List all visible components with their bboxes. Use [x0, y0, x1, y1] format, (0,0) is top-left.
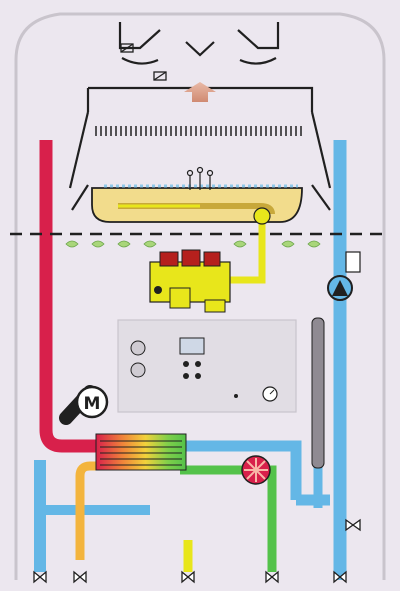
safety-valve-icon	[345, 518, 361, 532]
gas-valve-icon	[149, 207, 271, 313]
pressure-gauge-icon	[262, 386, 278, 402]
control-panel	[117, 319, 297, 413]
heat-exchanger-fins	[95, 126, 302, 136]
flue-hood	[68, 22, 332, 211]
pump-icon	[327, 275, 353, 301]
motor-label: M	[84, 394, 101, 414]
boiler-casing	[14, 12, 386, 580]
expansion-vessel-icon	[311, 251, 361, 469]
air-flow-arrows	[65, 240, 321, 248]
fan-arrow-icon	[184, 82, 216, 102]
burner-flame-icon	[91, 166, 303, 223]
diverter-motor-icon: M	[59, 385, 109, 425]
flue-damper-icon	[120, 43, 167, 81]
plate-heat-exchanger-icon	[95, 433, 187, 471]
drain-valve-icon	[33, 570, 347, 584]
mixing-fan-icon	[241, 455, 271, 485]
